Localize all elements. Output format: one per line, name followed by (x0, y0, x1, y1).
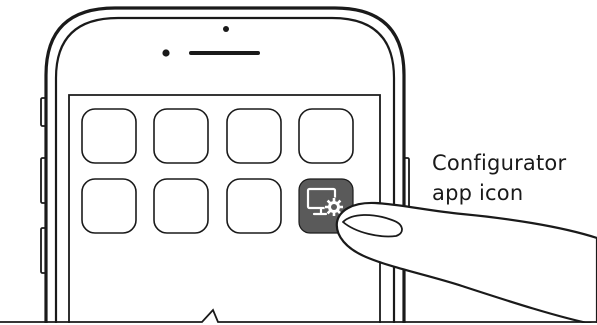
phone-top-sensors (162, 26, 260, 57)
app-icon-placeholder[interactable] (298, 108, 354, 164)
caption-box-edge (0, 308, 597, 325)
proximity-sensor-dot (223, 26, 229, 32)
callout-label: Configurator app icon (432, 148, 592, 208)
app-icon-placeholder[interactable] (81, 178, 137, 234)
mute-switch (40, 97, 47, 127)
app-icon-placeholder[interactable] (226, 108, 282, 164)
phone-inner-bezel (54, 16, 396, 325)
app-icon-placeholder[interactable] (226, 178, 282, 234)
smartphone-icon (40, 6, 410, 325)
finger-shape (335, 201, 597, 325)
fingernail (342, 214, 403, 238)
phone-outer-shell (44, 6, 406, 325)
finger-tap-icon (335, 201, 597, 325)
volume-up-button (40, 157, 47, 204)
callout-line-2: app icon (432, 181, 524, 205)
power-button (403, 157, 410, 214)
front-camera-dot (162, 49, 170, 57)
gear-icon (324, 197, 344, 217)
app-grid (81, 108, 354, 234)
callout-line-1: Configurator (432, 151, 567, 175)
app-icon-placeholder[interactable] (81, 108, 137, 164)
app-icon-placeholder[interactable] (153, 178, 209, 234)
configurator-app-icon[interactable] (298, 178, 354, 234)
volume-down-button (40, 227, 47, 274)
app-icon-placeholder[interactable] (153, 108, 209, 164)
